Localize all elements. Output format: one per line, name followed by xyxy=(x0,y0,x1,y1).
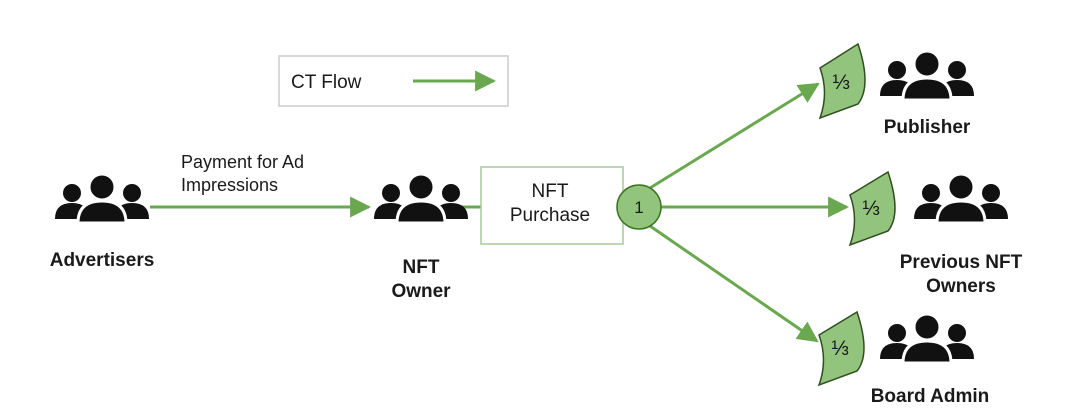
nft-purchase-box: NFT Purchase xyxy=(480,166,624,245)
publisher-label: Publisher xyxy=(884,117,971,138)
payment-label-line1: Payment for Ad xyxy=(181,152,304,172)
advertisers-people-icon xyxy=(53,172,151,225)
payment-edge: Payment for Ad Impressions xyxy=(150,152,372,218)
split-to-board-admin-arrow xyxy=(649,224,819,343)
share-previous-owners: ⅓ xyxy=(848,170,896,247)
nft-owner-label-line1: NFT xyxy=(403,257,440,278)
legend-label: CT Flow xyxy=(291,72,362,93)
nft-owner-label-line2: Owner xyxy=(391,281,451,302)
board-admin-people-icon xyxy=(878,312,976,365)
previous-owners-label-line1: Previous NFT xyxy=(900,252,1023,273)
split-node-value: 1 xyxy=(634,198,643,217)
purchase-label-line2: Purchase xyxy=(510,205,590,226)
purchase-label-line1: NFT xyxy=(532,181,569,202)
split-to-publisher-arrow xyxy=(649,82,820,190)
share-shape-previous-owners xyxy=(848,170,896,247)
legend: CT Flow xyxy=(278,55,509,107)
share-publisher: ⅓ xyxy=(818,42,866,120)
share-label-previous-owners: ⅓ xyxy=(862,197,880,220)
share-label-board-admin: ⅓ xyxy=(831,337,849,360)
payment-label-line2: Impressions xyxy=(181,175,278,195)
share-shape-publisher xyxy=(818,42,866,120)
share-label-publisher: ⅓ xyxy=(832,71,850,94)
previous-owners-people-icon xyxy=(912,172,1010,225)
advertisers-label: Advertisers xyxy=(50,250,155,271)
split-node-circle xyxy=(616,184,662,230)
publisher-people-icon xyxy=(878,49,976,102)
nft-owner-people-icon xyxy=(372,172,470,225)
share-board-admin: ⅓ xyxy=(817,310,865,387)
board-admin-label: Board Admin xyxy=(871,386,990,407)
split-node: 1 xyxy=(616,184,662,230)
purchase-box-rect xyxy=(480,166,624,245)
previous-owners-label-line2: Owners xyxy=(926,276,996,297)
share-shape-board-admin xyxy=(817,310,865,387)
